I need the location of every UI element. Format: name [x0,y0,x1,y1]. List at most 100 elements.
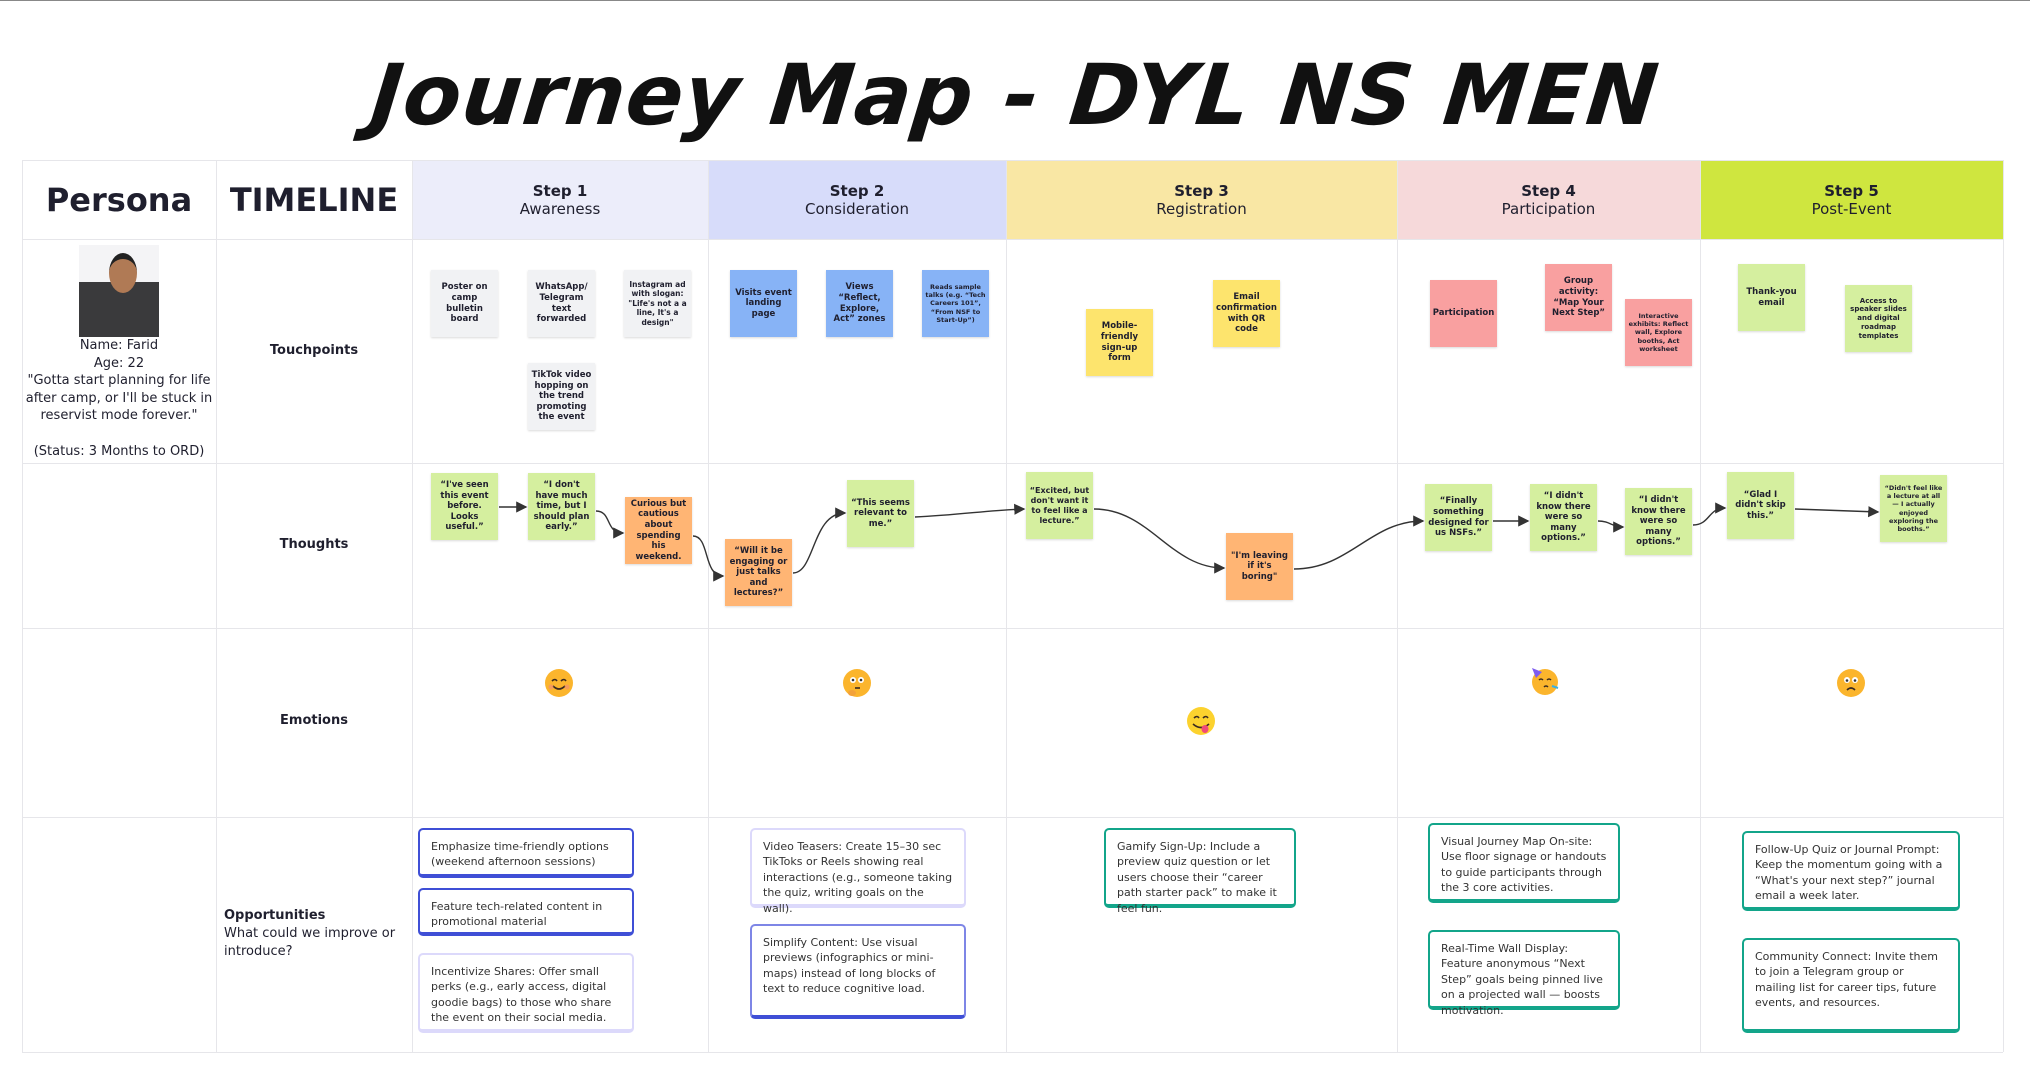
connector-arrow [792,507,847,574]
opportunity-card[interactable]: Feature tech-related content in promotio… [418,888,634,936]
grid-line [22,1052,2003,1053]
row-label-touchpoints: Touchpoints [269,343,359,358]
sticky-note[interactable]: Group activity: “Map Your Next Step” [1545,264,1612,331]
connector-arrow [1293,515,1425,570]
grid-line [1700,160,1701,1052]
grid-line [412,160,413,1052]
sticky-note[interactable]: Poster on camp bulletin board [431,270,498,337]
step-name: Awareness [519,200,601,218]
opportunity-card[interactable]: Real-Time Wall Display: Feature anonymou… [1428,930,1620,1017]
thought-note[interactable]: “I don't have much time, but I should pl… [528,473,595,540]
persona-avatar [79,245,159,337]
sticky-note[interactable]: Interactive exhibits: Reflect wall, Expl… [1625,299,1692,366]
thought-note[interactable]: “Glad I didn't skip this.” [1727,472,1794,539]
sticky-note[interactable]: Email confirmation with QR code [1213,280,1280,347]
sticky-note[interactable]: Access to speaker slides and digital roa… [1845,285,1912,352]
step-name: Registration [1156,200,1247,218]
row-label-emotions: Emotions [280,713,348,728]
grid-line [708,160,709,1052]
grid-line [22,628,2003,629]
step-number: Step 4 [1521,182,1576,200]
grid-line [1006,160,1007,1052]
grid-line [22,239,2003,240]
thought-note[interactable]: “Will it be engaging or just talks and l… [725,539,792,606]
opportunity-card[interactable]: Incentivize Shares: Offer small perks (e… [418,953,634,1033]
step-number: Step 5 [1824,182,1879,200]
step-4-header-bg [1397,161,1700,239]
sticky-note[interactable]: TikTok video hopping on the trend promot… [528,363,595,430]
step-number: Step 3 [1174,182,1229,200]
thought-note[interactable]: “Excited, but don't want it to feel like… [1026,472,1093,539]
connector-arrow [1093,508,1226,574]
step-name: Post-Event [1811,200,1892,218]
persona-card: Name: Farid Age: 22 "Gotta start plannin… [22,245,216,460]
face-savoring-food-icon [1187,707,1215,735]
opportunity-card[interactable]: Visual Journey Map On-site: Use floor si… [1428,823,1620,903]
opportunity-card[interactable]: Community Connect: Invite them to join a… [1742,938,1960,1033]
opportunity-card[interactable]: Emphasize time-friendly options (weekend… [418,828,634,878]
step-name: Participation [1501,200,1596,218]
partying-face-icon [1532,668,1559,695]
opportunities-title: Opportunities [224,908,326,923]
thought-note[interactable]: “I've seen this event before. Looks usef… [431,473,498,540]
thinking-face-icon [843,669,871,697]
opportunity-card[interactable]: Simplify Content: Use visual previews (i… [750,924,966,1019]
connector-arrow [914,503,1026,518]
thought-note[interactable]: Curious but cautious about spending his … [625,497,692,564]
persona-name: Name: Farid [79,338,159,353]
step-5-header-bg [1700,161,2003,239]
sticky-note[interactable]: Thank-you email [1738,264,1805,331]
sticky-note[interactable]: WhatsApp/ Telegram text forwarded [528,270,595,337]
grid-line [22,463,2003,464]
step-number: Step 2 [829,182,885,200]
opportunity-card[interactable]: Video Teasers: Create 15–30 sec TikToks … [750,828,966,915]
sticky-note[interactable]: Instagram ad with slogan: "Life's not a … [624,270,691,337]
step-1-header-bg [412,161,708,239]
step-number: Step 1 [532,182,588,200]
connector-arrow [595,510,625,539]
thought-note[interactable]: “Didn't feel like a lecture at all — I a… [1880,475,1947,542]
sticky-note[interactable]: Visits event landing page [730,270,797,337]
timeline-header: TIMELINE [229,181,399,219]
persona-quote: "Gotta start planning for life after cam… [25,373,213,424]
grid-line [1397,160,1398,1052]
step-name: Consideration [805,200,909,218]
sticky-note[interactable]: Reads sample talks (e.g. “Tech Careers 1… [922,270,989,337]
grid-line [22,160,23,1052]
persona-status: (Status: 3 Months to ORD) [33,443,205,459]
step-2-header-bg [708,161,1006,239]
smiling-face-icon [545,669,573,697]
worried-face-icon [1837,669,1865,697]
thought-note[interactable]: “I didn't know there were so many option… [1625,488,1692,555]
opportunity-card[interactable]: Gamify Sign-Up: Include a preview quiz q… [1104,828,1296,915]
connector-arrow [692,535,725,582]
sticky-note[interactable]: Participation [1430,280,1497,347]
connector-arrow [1692,502,1727,526]
grid-line [2003,160,2004,1052]
thought-note[interactable]: “Finally something designed for us NSFs.… [1425,484,1492,551]
row-label-thoughts: Thoughts [279,537,349,552]
thought-note[interactable]: “This seems relevant to me.” [847,480,914,547]
thought-note[interactable]: "I'm leaving if it's boring" [1226,533,1293,600]
opportunity-card[interactable]: Follow-Up Quiz or Journal Prompt: Keep t… [1742,831,1960,911]
grid-line [216,160,217,1052]
opportunities-subtitle: What could we improve or introduce? [224,926,396,960]
row-label-opportunities: Opportunities What could we improve or i… [224,907,404,962]
grid-line [22,160,2003,161]
connector-arrow [1794,506,1880,518]
step-3-header-bg [1006,161,1397,239]
connector-arrow [1597,520,1625,533]
grid-line [22,817,2003,818]
persona-age: Age: 22 [93,355,145,371]
persona-header: Persona [45,181,193,219]
sticky-note[interactable]: Mobile-friendly sign-up form [1086,309,1153,376]
sticky-note[interactable]: Views “Reflect, Explore, Act” zones [826,270,893,337]
thought-note[interactable]: “I didn't know there were so many option… [1530,484,1597,551]
